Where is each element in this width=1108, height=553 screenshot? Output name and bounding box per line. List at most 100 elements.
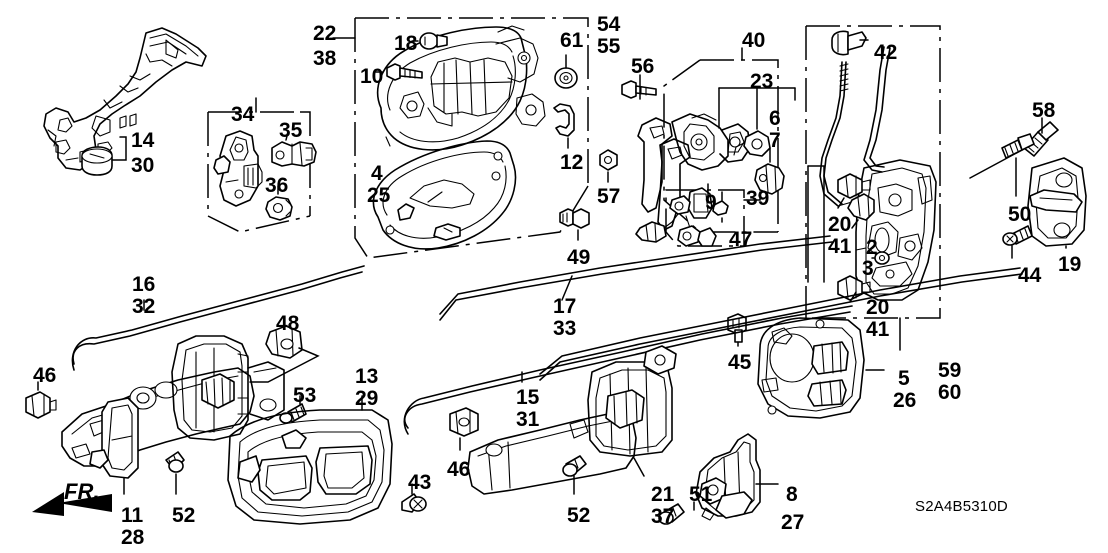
part-51 <box>658 501 695 525</box>
callout-54: 54 <box>597 13 621 36</box>
callout-36: 36 <box>265 174 289 197</box>
part-35 <box>271 131 317 167</box>
callout-21: 21 <box>651 483 675 506</box>
callout-15: 15 <box>516 386 540 409</box>
part-9-47-harness <box>635 183 729 247</box>
callout-50: 50 <box>1008 203 1032 226</box>
callout-26: 26 <box>893 389 917 412</box>
callout-7: 7 <box>769 129 781 152</box>
part-46-right <box>449 407 479 451</box>
callout-4: 4 <box>371 162 383 185</box>
part-16-32-rod <box>71 265 365 371</box>
part-14-30 <box>81 136 127 176</box>
callout-34: 34 <box>231 103 255 126</box>
callout-61: 61 <box>560 29 584 52</box>
callout-32: 32 <box>132 295 156 318</box>
part-8-27-bracket <box>695 433 779 521</box>
callout-9: 9 <box>705 191 717 214</box>
callout-46-right: 46 <box>447 458 471 481</box>
callout-20-lower: 20 <box>866 296 890 319</box>
callout-2: 2 <box>866 236 878 259</box>
part-52-left <box>165 451 185 495</box>
part-17-33-rod-2 <box>439 235 833 321</box>
part-57 <box>599 149 618 183</box>
callout-23: 23 <box>750 70 774 93</box>
assembly-door-sash <box>43 27 207 171</box>
callout-17: 17 <box>553 295 577 318</box>
callout-58: 58 <box>1032 99 1056 122</box>
callout-28: 28 <box>121 526 145 549</box>
part-36 <box>265 185 293 221</box>
callout-44: 44 <box>1018 264 1042 287</box>
part-5-26-actuator <box>757 317 885 419</box>
part-7 <box>754 147 785 195</box>
callout-41-lower: 41 <box>866 318 890 341</box>
callout-51: 51 <box>689 483 713 506</box>
front-direction-arrow <box>32 492 112 516</box>
callout-20-upper: 20 <box>828 213 852 236</box>
part-50 <box>1001 133 1035 197</box>
callout-29: 29 <box>355 387 379 410</box>
callout-46-left: 46 <box>33 364 57 387</box>
front-direction-label: FR. <box>64 479 100 504</box>
callout-27: 27 <box>781 511 805 534</box>
callout-19: 19 <box>1058 253 1082 276</box>
part-12 <box>553 103 575 149</box>
callout-48: 48 <box>276 312 300 335</box>
callout-31: 31 <box>516 408 540 431</box>
part-48 <box>249 323 320 383</box>
callout-52-right: 52 <box>567 504 591 527</box>
callout-10: 10 <box>360 65 384 88</box>
part-2 <box>847 193 875 229</box>
part-34-latch <box>213 130 263 207</box>
key-cylinder-assembly <box>637 113 751 231</box>
part-56 <box>621 74 657 100</box>
part-52-right <box>562 455 587 495</box>
callout-25: 25 <box>367 184 391 207</box>
part-42 <box>831 30 869 56</box>
callout-45: 45 <box>728 351 752 374</box>
callout-40: 40 <box>742 29 766 52</box>
callout-5: 5 <box>898 367 910 390</box>
callout-6: 6 <box>769 107 781 130</box>
part-13-29-bezel <box>227 395 393 525</box>
callout-42: 42 <box>874 41 898 64</box>
callout-13: 13 <box>355 365 379 388</box>
callout-41-upper: 41 <box>828 235 852 258</box>
callout-52-left: 52 <box>172 504 196 527</box>
callout-12: 12 <box>560 151 584 174</box>
part-23-6 <box>718 87 796 157</box>
inner-handle-bracket <box>61 335 285 495</box>
part-61 <box>554 54 578 89</box>
callout-11: 11 <box>121 504 144 527</box>
door-latch-body <box>837 159 937 301</box>
part-18 <box>411 32 448 50</box>
callout-57: 57 <box>597 185 621 208</box>
callout-3: 3 <box>862 257 874 280</box>
part-21-37-bracket <box>467 345 677 495</box>
part-20-41-upper <box>837 173 871 209</box>
callout-22-38: 22 38 <box>313 22 337 70</box>
part-10 <box>375 63 423 81</box>
callout-55: 55 <box>597 35 621 58</box>
callout-47: 47 <box>729 228 753 251</box>
callout-14-30: 14 30 <box>131 129 155 177</box>
callout-33: 33 <box>553 317 577 340</box>
part-19-striker <box>1027 157 1087 249</box>
callout-60: 60 <box>938 381 962 404</box>
callout-16: 16 <box>132 273 156 296</box>
callout-56: 56 <box>631 55 655 78</box>
diagram-code: S2A4B5310D <box>915 498 1008 515</box>
callout-53: 53 <box>293 384 317 407</box>
part-49 <box>559 208 590 241</box>
part-3 <box>871 251 890 265</box>
part-44 <box>1002 225 1033 259</box>
callout-43: 43 <box>408 471 432 494</box>
callout-35: 35 <box>279 119 303 142</box>
callout-49: 49 <box>567 246 591 269</box>
part-46-left <box>25 381 57 419</box>
part-43 <box>401 483 427 513</box>
callout-39: 39 <box>746 187 770 210</box>
